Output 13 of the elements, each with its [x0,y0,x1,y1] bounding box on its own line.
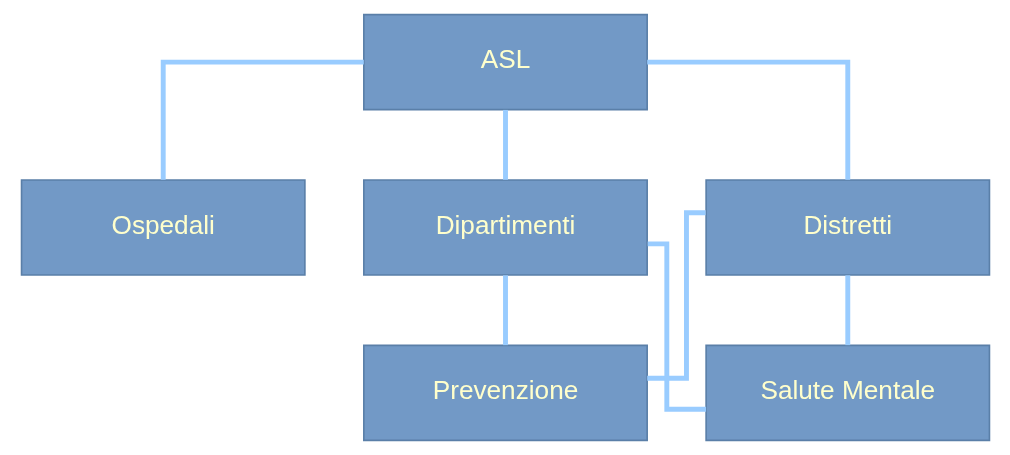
node-box: Dipartimenti [362,179,648,276]
connector [646,59,850,180]
node-box: Ospedali [20,179,306,276]
node-box: ASL [362,13,648,111]
node-box: Distretti [704,179,990,276]
node-box: Salute Mentale [704,344,990,442]
node-box: Prevenzione [362,344,648,442]
connector [160,59,364,180]
connector [502,109,508,180]
connector [647,241,706,412]
connector [646,210,706,381]
connector [844,275,850,346]
connector [502,275,508,346]
